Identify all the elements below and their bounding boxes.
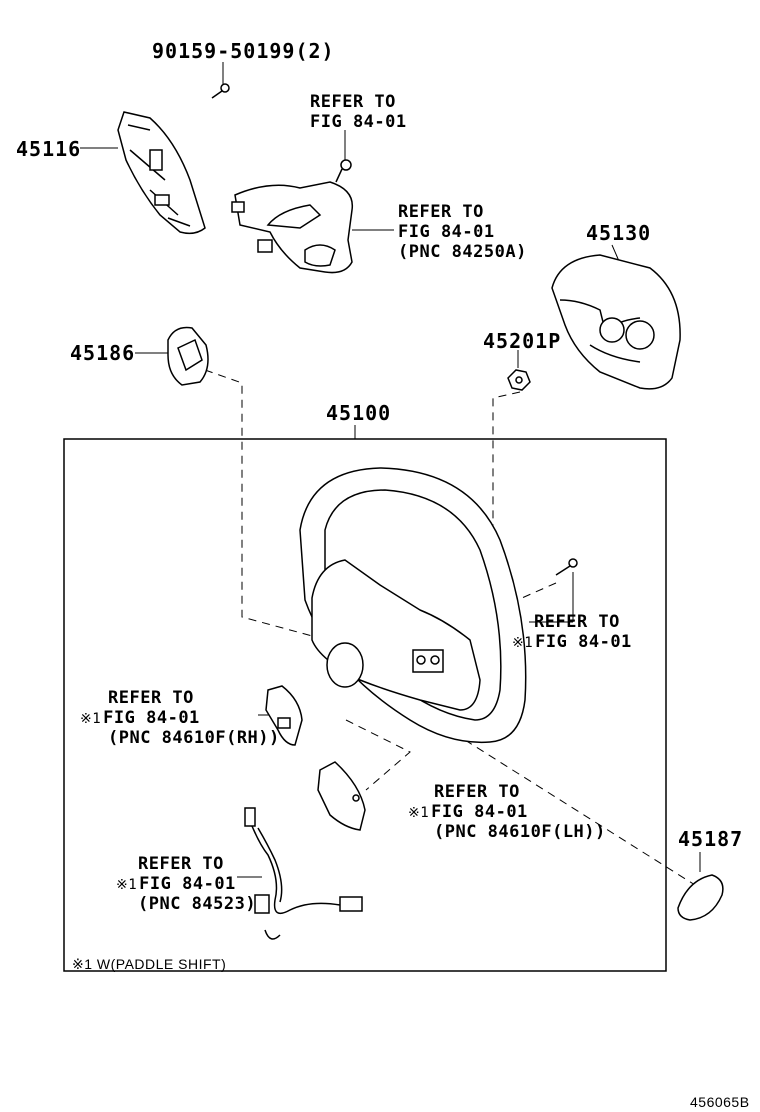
part-number-45201p: 45201P — [483, 329, 562, 353]
refer-fig: FIG 84-01 — [535, 632, 632, 652]
cover-45186-icon — [167, 326, 209, 386]
refer-fig: FIG 84-01 — [103, 708, 200, 728]
refer-label: REFER TO — [310, 92, 396, 112]
part-number-45116: 45116 — [16, 137, 82, 161]
paddle-rh-icon — [265, 685, 303, 746]
refer-pnc: (PNC 84610F(RH)) — [108, 728, 280, 748]
refer-pnc: (PNC 84523) — [138, 894, 257, 914]
refer-label: REFER TO — [534, 612, 620, 632]
part-number-screw: 90159-50199(2) — [152, 39, 335, 63]
refer-label: REFER TO — [108, 688, 194, 708]
airbag-45130-icon — [551, 254, 681, 390]
refer-fig: FIG 84-01 — [310, 112, 407, 132]
refer-label: REFER TO — [398, 202, 484, 222]
wire-harness-icon — [244, 807, 363, 940]
steering-wheel-45100-icon — [299, 467, 527, 744]
screw-right-icon — [555, 558, 578, 576]
leader-lines — [80, 62, 701, 878]
nut-45201p-icon — [507, 369, 531, 391]
assembly-frame — [63, 438, 667, 972]
note-mark: ※1 — [408, 805, 430, 821]
part-number-45130: 45130 — [586, 221, 652, 245]
note-mark: ※1 — [116, 877, 138, 893]
refer-label: REFER TO — [434, 782, 520, 802]
note-mark: ※1 — [80, 711, 102, 727]
diagram-id: 456065B — [690, 1094, 750, 1110]
part-number-45187: 45187 — [678, 827, 744, 851]
part-number-45100: 45100 — [326, 401, 392, 425]
refer-fig: FIG 84-01 — [431, 802, 528, 822]
footnote: ※1 W(PADDLE SHIFT) — [72, 956, 227, 972]
paddle-lh-icon — [317, 761, 366, 831]
note-mark: ※1 — [512, 635, 534, 651]
part-number-45186: 45186 — [70, 341, 136, 365]
refer-fig: FIG 84-01 — [139, 874, 236, 894]
steering-switch-icon — [231, 181, 354, 274]
screw-icon — [335, 159, 352, 183]
screw-90159-icon — [211, 83, 230, 99]
refer-fig: FIG 84-01 — [398, 222, 495, 242]
refer-pnc: (PNC 84250A) — [398, 242, 527, 262]
refer-label: REFER TO — [138, 854, 224, 874]
refer-pnc: (PNC 84610F(LH)) — [434, 822, 606, 842]
emblem-45187-icon — [677, 874, 724, 921]
paddle-cover-45116-icon — [117, 111, 206, 235]
